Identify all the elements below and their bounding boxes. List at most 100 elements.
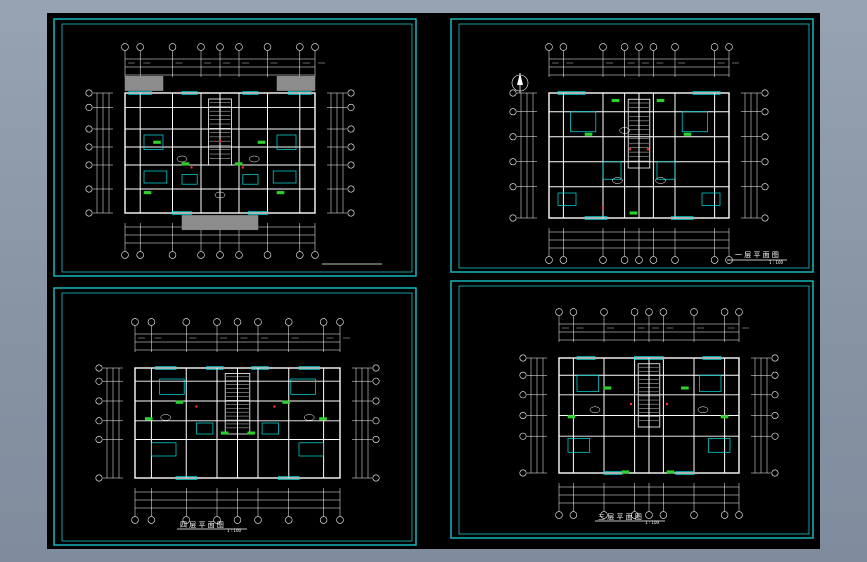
plan-rect: [584, 216, 607, 220]
axis-bubble: [519, 371, 527, 379]
axis-bubble: [600, 511, 608, 519]
plan-rect: [206, 366, 224, 370]
plan-mark: [601, 206, 605, 210]
plan-rect: [567, 415, 576, 419]
axis-bubble: [659, 511, 668, 519]
plan-rect: [175, 400, 184, 404]
axis-bubble: [147, 516, 156, 524]
plan-rect: [570, 111, 597, 133]
plan-rect: [276, 75, 316, 91]
axis-bubble: [720, 308, 729, 316]
axis-bubble: [372, 397, 380, 405]
axis-bubble: [95, 377, 103, 385]
axis-bubble: [213, 318, 221, 326]
plan-rect: [708, 438, 731, 453]
axis-bubble: [296, 251, 304, 259]
plan-rect: [288, 91, 312, 95]
plan-rect: [242, 91, 259, 95]
axis-bubble: [216, 251, 224, 259]
axis-bubble: [85, 103, 93, 111]
plan-rect: [196, 422, 214, 435]
plan-rect: [621, 470, 630, 474]
plan-rect: [720, 415, 729, 419]
sheet-frame-bottom-right[interactable]: [450, 280, 814, 539]
axis-bubble: [372, 364, 380, 372]
axis-bubble: [311, 251, 319, 259]
axis-bubble: [559, 256, 568, 264]
axis-bubble: [509, 183, 517, 191]
axis-bubble: [659, 308, 668, 316]
axis-bubble: [645, 308, 653, 316]
plan-rect: [272, 170, 297, 184]
caption-top-right: 一 层 平 面 图 1 : 100: [727, 251, 787, 265]
axis-bubble: [336, 516, 344, 524]
plan-rect: [181, 162, 190, 166]
plan-rect: [242, 174, 259, 185]
floor-plan-top-left: [85, 43, 355, 259]
plan-rect: [603, 386, 612, 390]
sheet-frame-top-right[interactable]: [450, 18, 814, 273]
axis-bubble: [761, 108, 769, 116]
axis-bubble: [347, 161, 355, 169]
floor-plan-drawing: 一 层 平 面 图 1 : 100 四 层 平 面 图 1 : 100 三 层 …: [53, 18, 814, 546]
sheet-frame-bottom-left[interactable]: [53, 287, 417, 546]
axis-bubble: [761, 214, 769, 222]
plan-rect: [278, 476, 300, 480]
plan-rect: [656, 98, 665, 103]
axis-bubble: [347, 185, 355, 193]
axis-bubble: [372, 417, 380, 425]
axis-bubble: [649, 256, 658, 264]
axis-bubble: [509, 108, 517, 116]
caption-scale-bottom-right: 1 : 100: [645, 520, 660, 525]
axis-bubble: [136, 251, 144, 259]
plan-table: [655, 177, 666, 184]
axis-bubble: [254, 318, 262, 326]
plan-rect: [634, 356, 664, 360]
sheet-frame-top-left[interactable]: [53, 18, 417, 277]
axis-bubble: [690, 511, 698, 519]
plan-table: [589, 406, 601, 413]
axis-bubble: [233, 318, 242, 326]
caption-scale-bottom-left: 1 : 100: [227, 528, 242, 533]
plan-rect: [175, 476, 197, 480]
axis-bubble: [761, 183, 769, 191]
plan-rect: [602, 161, 622, 180]
axis-bubble: [645, 511, 653, 519]
axis-bubble: [347, 143, 355, 151]
axis-bubble: [95, 435, 103, 443]
plan-table: [304, 414, 315, 421]
axis-bubble: [296, 43, 304, 51]
floor-plan-bottom-right: [519, 308, 779, 519]
axis-bubble: [372, 435, 380, 443]
axis-bubble: [85, 185, 93, 193]
plan-table: [160, 414, 171, 421]
plan-table: [612, 177, 623, 184]
plan-mark: [218, 139, 222, 143]
axis-bubble: [136, 43, 144, 51]
axis-bubble: [319, 318, 328, 326]
caption-title-bottom-left: 四 层 平 面 图: [180, 521, 224, 529]
plan-rect: [557, 91, 586, 95]
axis-bubble: [710, 43, 719, 51]
axis-bubble: [649, 43, 658, 51]
axis-bubble: [213, 516, 221, 524]
axis-bubble: [509, 214, 517, 222]
axis-bubble: [735, 308, 743, 316]
axis-bubble: [599, 256, 607, 264]
axis-bubble: [630, 308, 639, 316]
axis-bubble: [182, 516, 190, 524]
axis-bubble: [771, 391, 779, 399]
axis-bubble: [347, 209, 355, 217]
axis-bubble: [168, 43, 177, 51]
plan-rect: [276, 134, 297, 150]
plan-rect: [181, 174, 198, 185]
cad-viewport[interactable]: 一 层 平 面 图 1 : 100 四 层 平 面 图 1 : 100 三 层 …: [47, 13, 820, 549]
axis-bubble: [131, 318, 139, 326]
axis-bubble: [347, 103, 355, 111]
plan-rect: [675, 471, 695, 475]
axis-bubble: [263, 251, 272, 259]
plan-rect: [319, 417, 327, 421]
axis-bubble: [235, 251, 243, 259]
axis-bubble: [555, 308, 563, 316]
axis-bubble: [197, 43, 205, 51]
